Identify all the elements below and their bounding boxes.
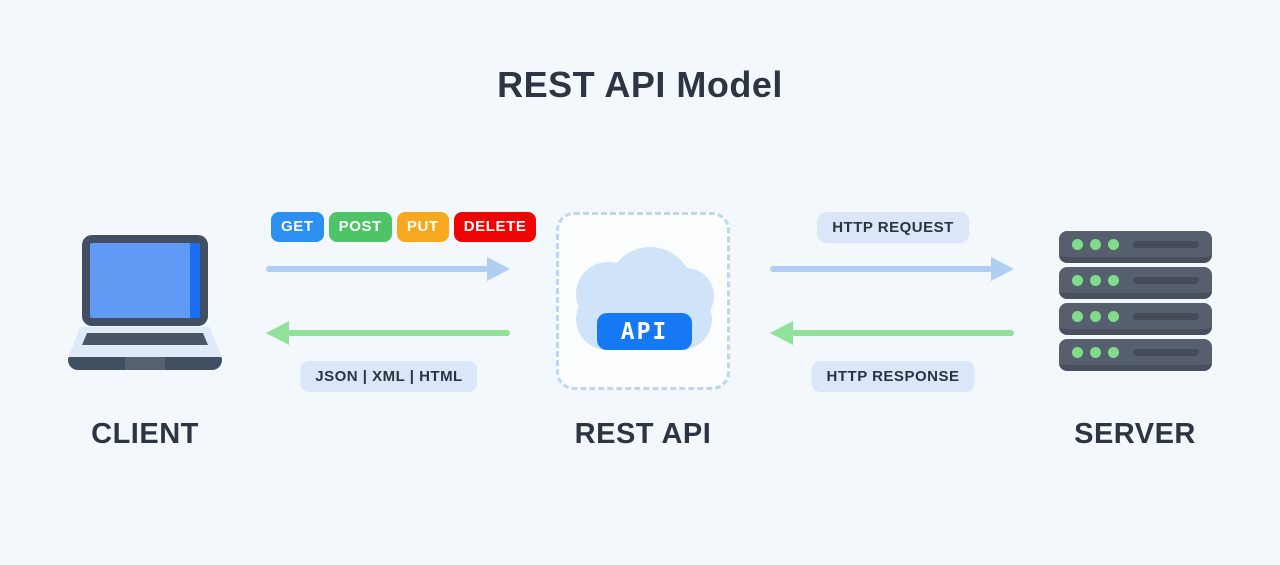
led-icon (1072, 239, 1083, 250)
server-unit (1059, 303, 1212, 335)
put-badge: PUT (396, 212, 449, 242)
laptop-keyboard (82, 333, 208, 345)
drive-slot (1133, 313, 1199, 320)
arrow-line (770, 266, 992, 272)
server-label: SERVER (1074, 418, 1196, 450)
laptop-display (90, 243, 200, 318)
arrow-line (266, 266, 488, 272)
response-formats-pill: JSON | XML | HTML (300, 361, 478, 392)
arrow-head-right-icon (991, 257, 1014, 281)
led-icon (1108, 347, 1119, 358)
led-icon (1090, 311, 1101, 322)
http-methods-badges: GET POST PUT DELETE (271, 212, 537, 242)
server-stack-icon (1059, 231, 1212, 372)
led-icon (1090, 347, 1101, 358)
server-unit (1059, 267, 1212, 299)
get-badge: GET (271, 212, 324, 242)
laptop-icon (68, 233, 222, 370)
laptop-bottom-edge (68, 357, 222, 370)
client-request-arrow (266, 257, 510, 281)
drive-slot (1133, 277, 1199, 284)
server-request-arrow (770, 257, 1014, 281)
arrow-line (288, 330, 510, 336)
laptop-notch (125, 357, 165, 370)
laptop-screen-frame (82, 235, 208, 326)
delete-badge: DELETE (453, 212, 537, 242)
led-icon (1072, 347, 1083, 358)
client-label: CLIENT (91, 418, 199, 450)
led-icon (1072, 275, 1083, 286)
server-unit (1059, 231, 1212, 263)
api-badge: API (597, 313, 692, 350)
led-icon (1090, 275, 1101, 286)
http-request-pill: HTTP REQUEST (817, 212, 969, 243)
led-icon (1072, 311, 1083, 322)
server-unit (1059, 339, 1212, 371)
arrow-head-left-icon (266, 321, 289, 345)
post-badge: POST (328, 212, 392, 242)
arrow-line (792, 330, 1014, 336)
led-icon (1108, 311, 1119, 322)
arrow-head-right-icon (487, 257, 510, 281)
client-response-arrow (266, 321, 510, 345)
led-icon (1090, 239, 1101, 250)
rest-api-label: REST API (574, 418, 712, 450)
server-response-arrow (770, 321, 1014, 345)
led-icon (1108, 275, 1119, 286)
drive-slot (1133, 349, 1199, 356)
diagram-title: REST API Model (497, 64, 783, 105)
led-icon (1108, 239, 1119, 250)
laptop-display-highlight (190, 243, 200, 318)
http-response-pill: HTTP RESPONSE (811, 361, 975, 392)
arrow-head-left-icon (770, 321, 793, 345)
drive-slot (1133, 241, 1199, 248)
